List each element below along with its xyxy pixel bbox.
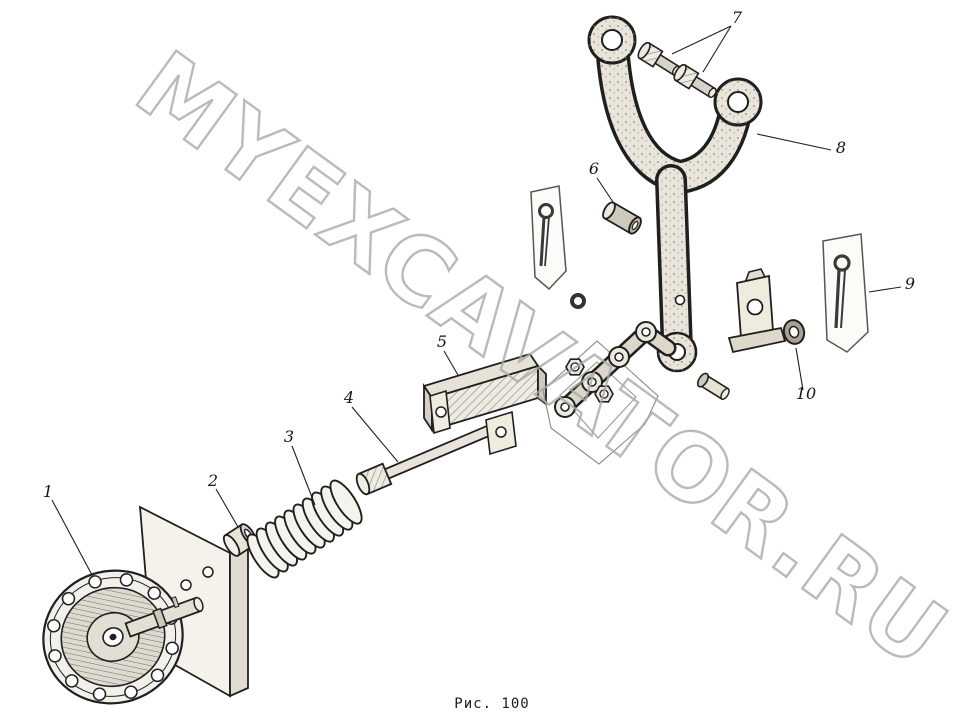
ghost-lever-outline (542, 340, 659, 465)
leader-line-9 (868, 286, 902, 293)
pull-rod (355, 418, 507, 496)
cotter-pin-card-left (530, 185, 567, 291)
yoke-bracket (587, 15, 763, 373)
callout-4: 4 (343, 388, 354, 407)
leader-line-1 (51, 499, 93, 576)
guide-block (422, 352, 547, 456)
leader-line-3 (291, 445, 316, 506)
anchor-bracket (727, 268, 787, 354)
leader-line-2 (215, 488, 239, 528)
bolt-b (673, 63, 717, 99)
callout-8: 8 (836, 138, 846, 157)
callout-1: 1 (43, 482, 53, 501)
flange-disc (42, 569, 184, 705)
figure-caption: Рис. 100 (454, 696, 529, 712)
leader-line-6 (596, 177, 616, 206)
callout-2: 2 (207, 471, 218, 490)
washer-ring (782, 319, 806, 345)
clevis-pin (696, 372, 730, 401)
bushing-pin (602, 201, 642, 235)
leader-lines (51, 25, 902, 576)
callout-10: 10 (796, 384, 816, 403)
callout-7: 7 (732, 8, 743, 27)
leader-line-10 (795, 347, 804, 391)
hex-nuts (565, 358, 614, 403)
leader-line-5 (443, 350, 459, 376)
small-o-ring (570, 293, 586, 309)
disc-shaft (124, 596, 204, 638)
callout-5: 5 (437, 332, 447, 351)
leader-line-7a (671, 25, 732, 55)
leader-line-7b (702, 25, 732, 73)
cotter-pin-card-right (822, 233, 869, 353)
callout-3: 3 (284, 427, 294, 446)
callout-9: 9 (905, 274, 915, 293)
chain-links (554, 321, 677, 418)
leader-line-4 (351, 406, 399, 463)
callout-6: 6 (589, 159, 599, 178)
leader-line-8 (756, 133, 832, 151)
coil-spring (246, 479, 363, 579)
